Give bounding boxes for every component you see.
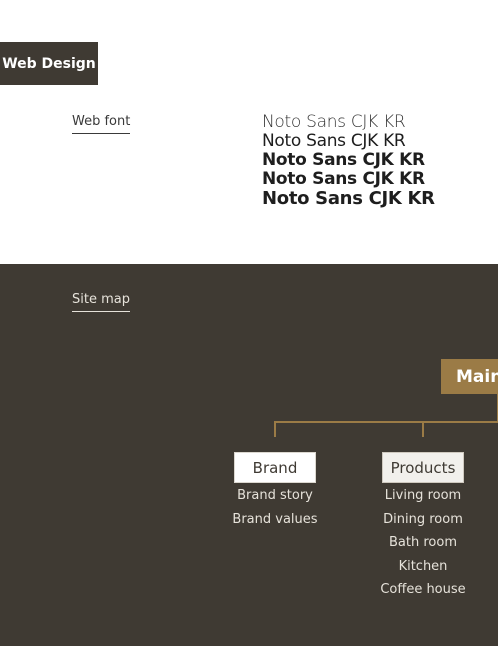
font-sample-regular: Noto Sans CJK KR (262, 131, 406, 151)
web-design-tag: Web Design (0, 42, 98, 85)
sitemap-subitem-dining-room: Dining room (383, 511, 463, 527)
sitemap-subitem-bath-room: Bath room (389, 535, 457, 550)
sitemap-section: Site map Main Brand Products Brand story… (0, 264, 498, 646)
sitemap-section-label: Site map (72, 292, 130, 312)
sitemap-subitem-coffee-house: Coffee house (380, 582, 466, 597)
sitemap-main-node: Main (441, 359, 498, 394)
connector-horizontal (274, 421, 498, 423)
font-sample-light: Noto Sans CJK KR (262, 112, 406, 132)
font-sample-list: Noto Sans CJK KR Noto Sans CJK KR Noto S… (262, 113, 435, 209)
products-subpage-list: Living room Dining room Bath room Kitche… (372, 487, 474, 605)
brand-subpage-list: Brand story Brand values (226, 487, 324, 535)
font-sample-bold: Noto Sans CJK KR (262, 169, 425, 189)
font-sample-medium: Noto Sans CJK KR (262, 150, 425, 170)
sitemap-subitem-brand-values: Brand values (232, 512, 318, 527)
font-sample-black: Noto Sans CJK KR (262, 188, 435, 209)
connector-products (422, 421, 424, 437)
connector-brand (274, 421, 276, 437)
sitemap-subitem-living-room: Living room (384, 488, 462, 503)
sitemap-subitem-brand-story: Brand story (237, 488, 313, 503)
sitemap-subitem-kitchen: Kitchen (398, 558, 448, 574)
webfont-section-label: Web font (72, 114, 131, 134)
sitemap-node-brand: Brand (234, 452, 316, 483)
sitemap-node-products: Products (382, 452, 464, 483)
